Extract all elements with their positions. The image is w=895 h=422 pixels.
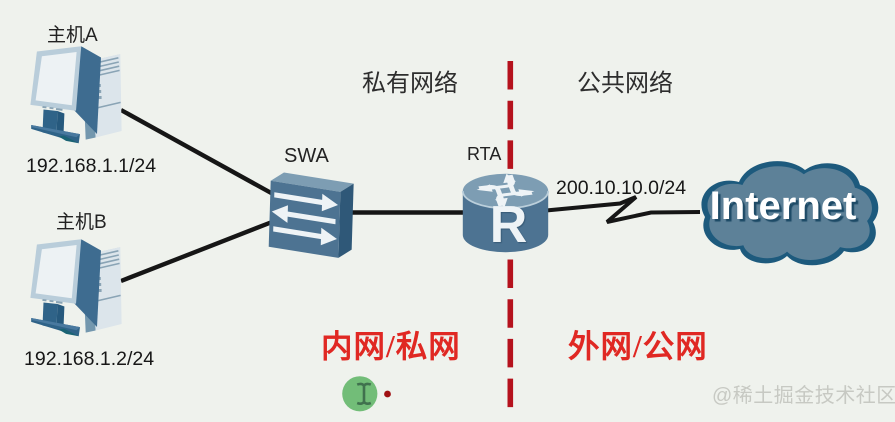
router-rim-highlight (461, 190, 550, 210)
switch-side-face (338, 183, 354, 258)
host-b-computer-icon (29, 238, 123, 338)
router-icon (461, 173, 550, 253)
internet-cloud-icon (701, 161, 879, 266)
wan-subnet-label: 200.10.10.0/24 (556, 177, 687, 199)
host-a-computer-icon (29, 45, 123, 144)
host-a-ip-label: 192.168.1.1/24 (26, 155, 157, 177)
router-cylinder-top (462, 173, 549, 209)
internet-cloud-label: Internet (709, 184, 857, 228)
serial-link-bolt-icon (545, 195, 701, 224)
cursor-highlight (342, 376, 391, 412)
private-zone-tag: 内网/私网 (321, 329, 461, 364)
switch-top-face (270, 172, 354, 192)
text-cursor-icon (356, 382, 372, 406)
public-zone-tag: 外网/公网 (568, 329, 708, 364)
ethernet-switch-icon (268, 172, 354, 258)
host-b-ip-label: 192.168.1.2/24 (24, 348, 155, 370)
link-hostb-switch (120, 219, 273, 284)
link-hosta-switch (119, 108, 275, 196)
host-b-label: 主机B (56, 212, 107, 233)
zone-public-label: 公共网络 (577, 70, 673, 97)
cloud-fill (707, 166, 872, 260)
cursor-highlight-circle (342, 376, 378, 412)
watermark: @稀土掘金技术社区 (712, 385, 895, 407)
switch-label: SWA (284, 145, 329, 167)
recording-dot-icon (384, 390, 391, 398)
switch-arrows-icon (271, 192, 339, 246)
zone-private-label: 私有网络 (362, 70, 458, 97)
router-letter: R (489, 196, 528, 254)
router-label: RTA (467, 144, 502, 164)
host-a-label: 主机A (47, 25, 98, 46)
router-arrows-icon (476, 173, 535, 208)
